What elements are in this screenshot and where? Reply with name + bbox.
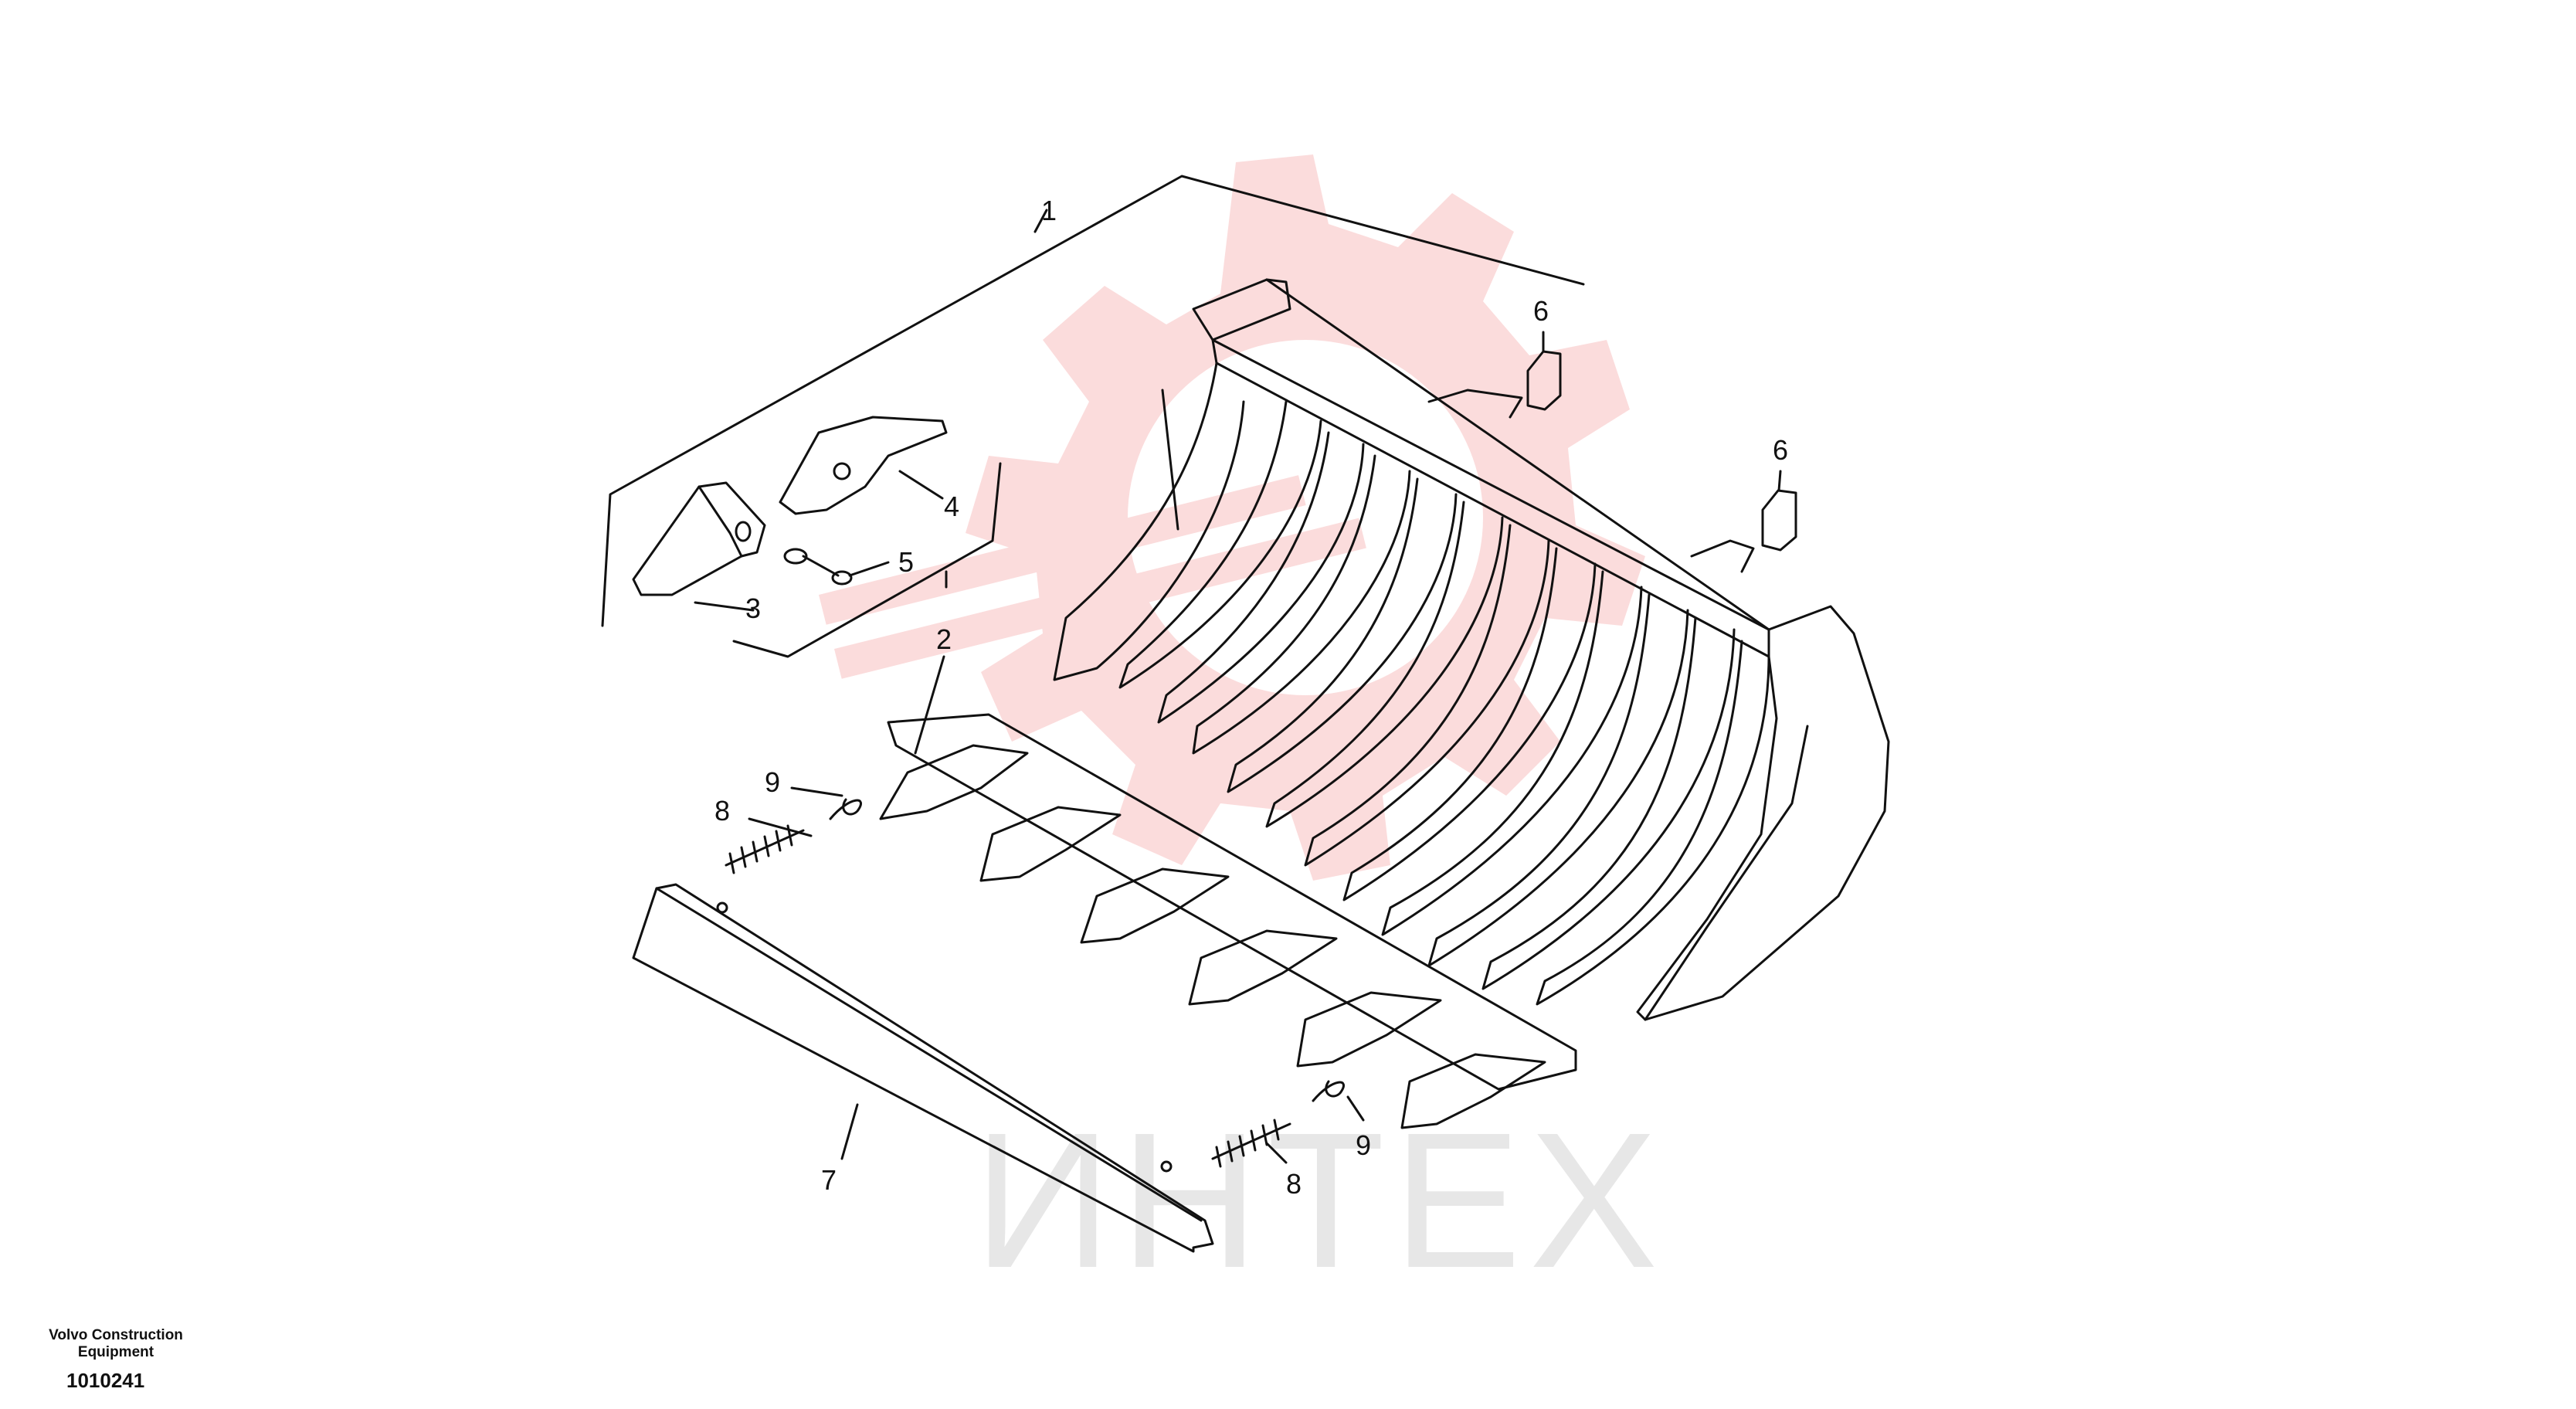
- spring-8a: [725, 817, 813, 874]
- callout-3-label: 3: [745, 592, 761, 624]
- wear-pad-6b: [1761, 470, 1797, 552]
- company-name: Volvo Construction Equipment: [49, 1327, 183, 1360]
- callout-1-label: 1: [1041, 195, 1057, 226]
- callout-8a-label: 8: [714, 795, 730, 827]
- rake-body: [1053, 278, 1890, 1021]
- callout-6b-label: 6: [1773, 434, 1788, 466]
- callout-9b-label: 9: [1356, 1129, 1371, 1161]
- pin-5: [783, 548, 890, 586]
- callout-9a-label: 9: [765, 766, 780, 798]
- wear-pad-6a: [1526, 331, 1562, 411]
- cutting-edge-7: [632, 883, 1214, 1253]
- clip-9a: [790, 786, 862, 820]
- watermark-text: ИНТЕХ: [973, 1092, 1665, 1308]
- callout-2-bracket: [732, 462, 1002, 658]
- adapter-4: [779, 416, 948, 515]
- tooth-rail: [879, 713, 1577, 1129]
- callout-2-label: 2: [936, 623, 952, 655]
- diagram-code: 1010241: [66, 1369, 145, 1392]
- drawing-lines: [601, 175, 1890, 1253]
- callout-1-bracket: [601, 175, 1585, 627]
- callout-4-label: 4: [944, 491, 959, 522]
- callout-6a-label: 6: [1533, 295, 1549, 327]
- clip-9b: [1312, 1080, 1365, 1122]
- callout-8b-label: 8: [1286, 1168, 1302, 1200]
- tooth-point-3: [632, 481, 766, 612]
- callout-7-label: 7: [821, 1164, 837, 1196]
- callout-5-label: 5: [898, 546, 914, 578]
- spring-8b: [1211, 1119, 1291, 1168]
